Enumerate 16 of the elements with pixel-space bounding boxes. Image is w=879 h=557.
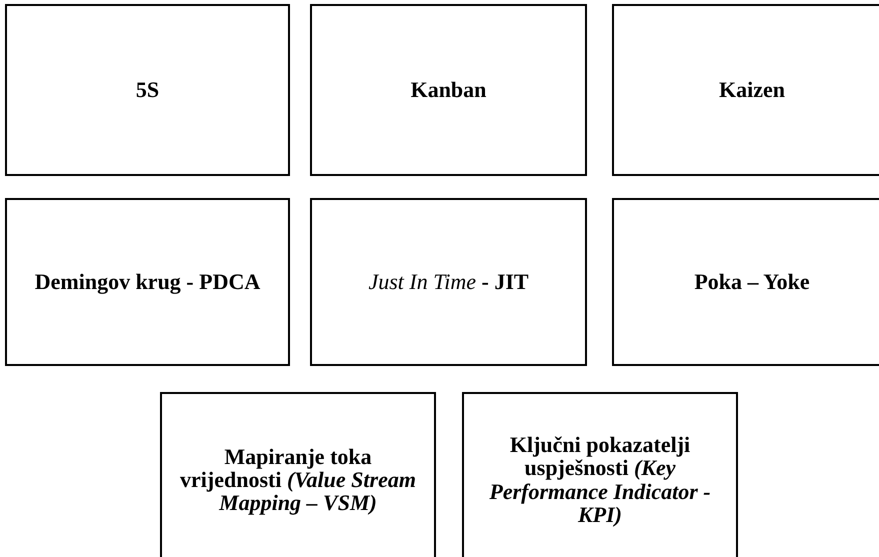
method-name: Kanban	[410, 78, 488, 102]
method-box	[612, 198, 879, 366]
method-box	[310, 198, 587, 366]
method-name: Demingov krug - PDCA	[34, 270, 262, 294]
method-box	[160, 392, 436, 557]
method-box	[310, 4, 587, 176]
method-box	[462, 392, 738, 557]
method-name: Ključni pokazatelji uspješnosti (Key Performance Indicator - KPI)	[488, 433, 712, 526]
method-name: Poka – Yoke	[693, 270, 811, 294]
method-name: Just In Time - JIT	[367, 270, 530, 294]
method-name: Kaizen	[718, 78, 786, 102]
method-box	[612, 4, 879, 176]
method-box	[5, 198, 290, 366]
method-name: 5S	[134, 78, 160, 102]
method-box	[5, 4, 290, 176]
method-name: Mapiranje toka vrijednosti (Value Stream Mapping – VSM)	[179, 444, 417, 514]
